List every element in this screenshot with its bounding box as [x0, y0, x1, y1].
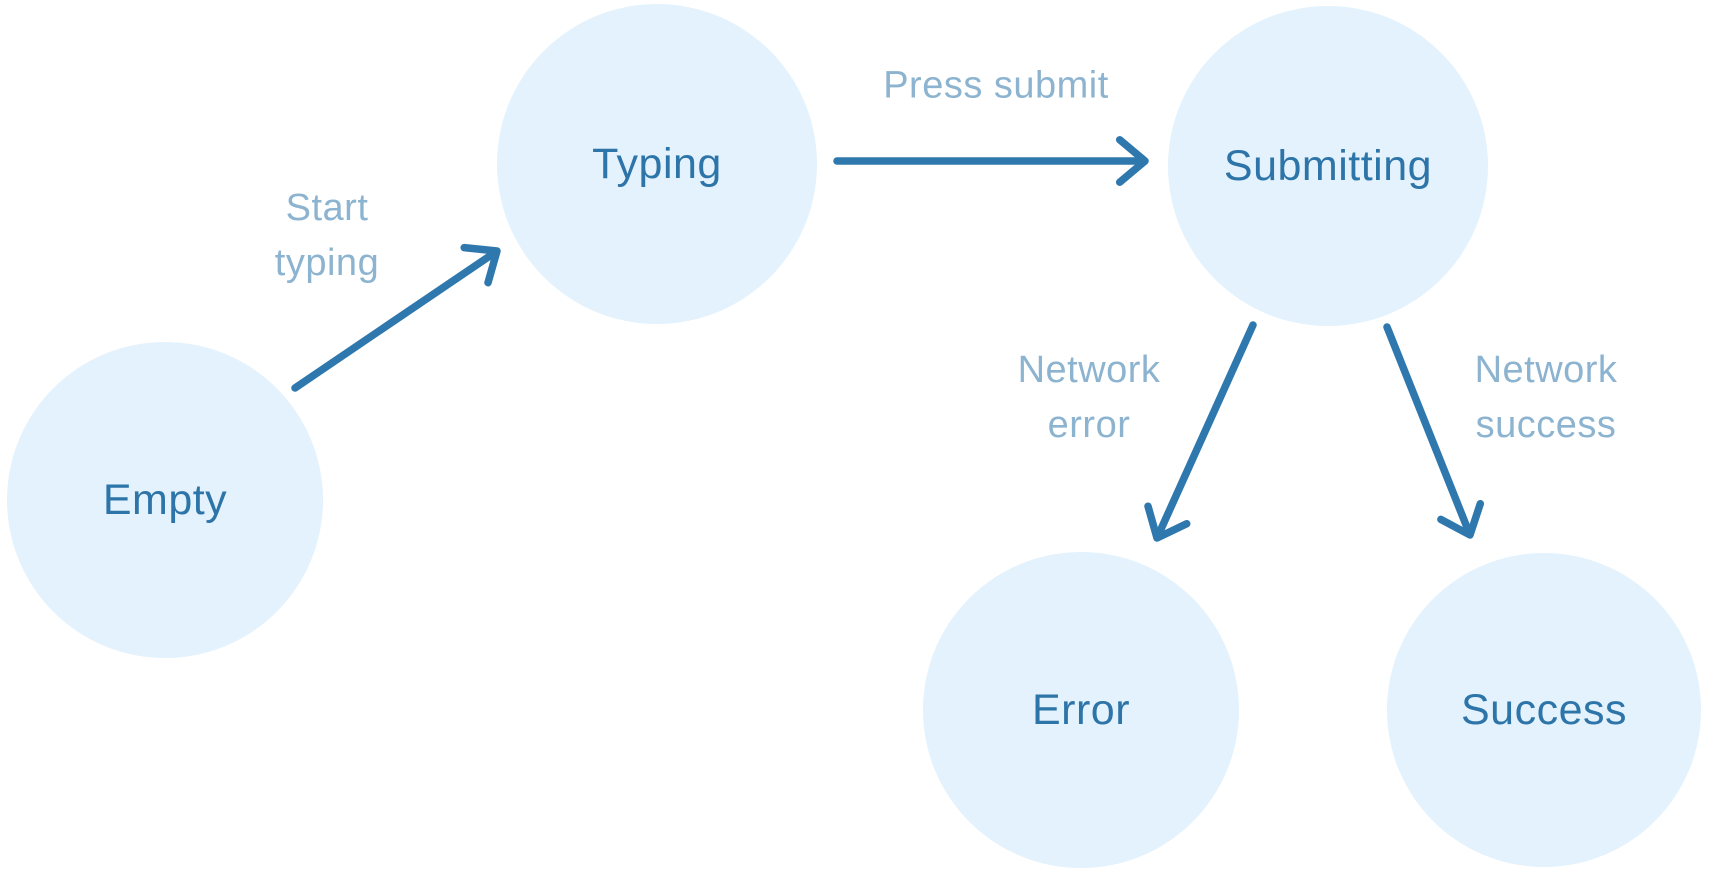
state-node-label-success: Success	[1460, 685, 1627, 734]
transition-label-network-success: Network success	[1475, 343, 1618, 453]
state-node-success: Success	[1387, 553, 1701, 867]
transition-label-line: Press submit	[883, 64, 1109, 107]
state-node-submitting: Submitting	[1168, 6, 1488, 326]
transition-label-line: success	[1475, 404, 1617, 446]
transition-arrow-network-error	[1144, 321, 1257, 542]
transition-arrow-start-typing	[291, 243, 501, 392]
state-node-label-error: Error	[1031, 685, 1131, 734]
transition-arrow-network-success	[1383, 323, 1485, 539]
transition-label-network-error: Network error	[1018, 343, 1161, 453]
transition-label-press-submit: Press submit	[883, 58, 1109, 113]
arrowhead-icon	[460, 243, 501, 287]
state-node-label-typing: Typing	[592, 139, 722, 188]
state-node-empty: Empty	[7, 342, 323, 658]
state-node-label-empty: Empty	[102, 475, 228, 524]
arrow-shaft	[1383, 323, 1471, 531]
transition-label-line: error	[1047, 404, 1131, 446]
transition-label-line: Network	[1017, 348, 1161, 391]
state-node-error: Error	[923, 552, 1239, 868]
state-node-label-submitting: Submitting	[1223, 141, 1433, 190]
transition-label-line: Network	[1474, 348, 1618, 391]
arrowhead-icon	[1144, 502, 1191, 542]
transition-label-line: Start	[285, 186, 369, 229]
arrow-shaft	[291, 252, 494, 392]
arrow-shaft	[1156, 321, 1257, 534]
state-node-typing: Typing	[497, 4, 817, 324]
arrowhead-icon	[1437, 499, 1485, 539]
transition-label-start-typing: Start typing	[275, 181, 379, 291]
arrowhead-icon	[1115, 136, 1149, 186]
transition-label-line: typing	[274, 242, 380, 284]
transition-arrow-press-submit	[833, 136, 1149, 186]
